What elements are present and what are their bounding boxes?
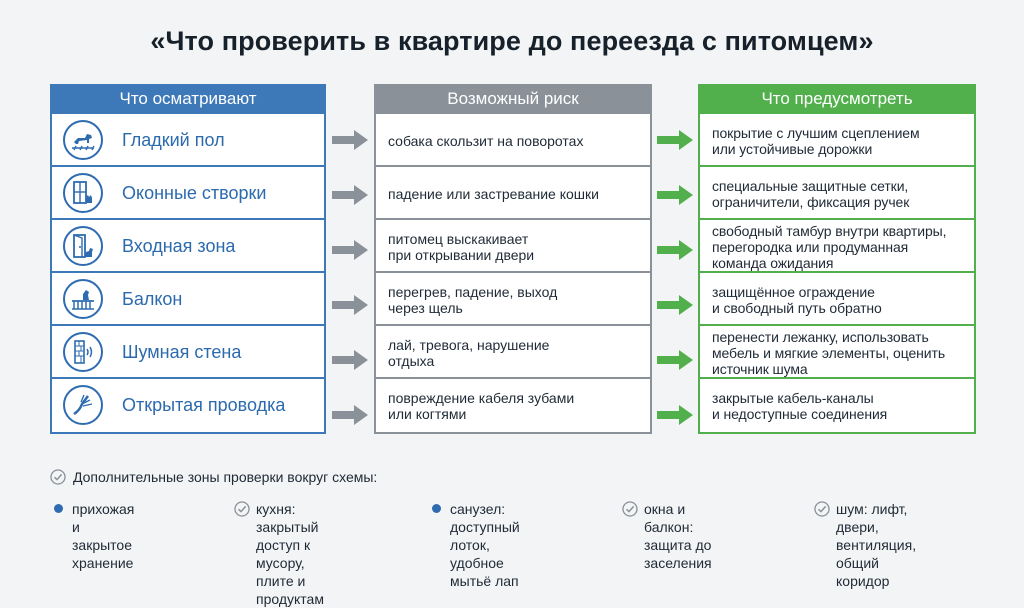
extra-zone-text: окна и балкон: защита до заселения bbox=[644, 501, 712, 571]
extra-zone-text: прихожая и закрытое хранение bbox=[72, 501, 135, 571]
solution-row: покрытие с лучшим сцеплением или устойчи… bbox=[700, 114, 974, 167]
inspect-row: Оконные створки bbox=[52, 167, 324, 220]
inspect-row: Гладкий пол bbox=[52, 114, 324, 167]
risk-row: лай, тревога, нарушение отдыха bbox=[376, 326, 650, 379]
arrow-right-icon bbox=[332, 350, 368, 370]
arrow-right-icon bbox=[657, 405, 693, 425]
inspect-label: Входная зона bbox=[122, 236, 236, 256]
solution-text: перенести лежанку, использовать мебель и… bbox=[712, 328, 946, 377]
risk-text: собака скользит на поворотах bbox=[388, 132, 584, 149]
risk-column: Возможный риск собака скользит на поворо… bbox=[374, 84, 652, 434]
solution-text: специальные защитные сетки, ограничители… bbox=[712, 177, 910, 210]
solution-text: закрытые кабель-каналы и недоступные сое… bbox=[712, 389, 888, 422]
arrow-right-icon bbox=[657, 185, 693, 205]
inspect-label: Открытая проводка bbox=[122, 395, 286, 415]
balcony-dog-icon bbox=[63, 279, 103, 319]
risk-text: питомец выскакивает при открывании двери bbox=[388, 230, 535, 263]
solution-row: перенести лежанку, использовать мебель и… bbox=[700, 326, 974, 379]
arrow-right-icon bbox=[332, 240, 368, 260]
extra-zone-text: кухня: закрытый доступ к мусору, плите и… bbox=[256, 501, 324, 607]
page-title: «Что проверить в квартире до переезда с … bbox=[150, 26, 874, 56]
check-circle-icon bbox=[234, 501, 250, 517]
check-circle-icon bbox=[622, 501, 638, 517]
arrow-right-icon bbox=[657, 350, 693, 370]
inspect-label: Шумная стена bbox=[122, 342, 242, 362]
inspect-label: Гладкий пол bbox=[122, 130, 225, 150]
dog-on-floor-icon bbox=[63, 120, 103, 160]
risk-text: лай, тревога, нарушение отдыха bbox=[388, 336, 550, 369]
provide-column-header: Что предусмотреть bbox=[698, 84, 976, 114]
arrow-right-icon bbox=[332, 405, 368, 425]
solution-row: закрытые кабель-каналы и недоступные сое… bbox=[700, 379, 974, 432]
risk-row: падение или застревание кошки bbox=[376, 167, 650, 220]
arrow-right-icon bbox=[657, 240, 693, 260]
risk-row: повреждение кабеля зубами или когтями bbox=[376, 379, 650, 432]
window-cat-icon bbox=[63, 173, 103, 213]
risk-text: падение или застревание кошки bbox=[388, 185, 599, 202]
extra-zone-text: шум: лифт, двери, вентиляция, общий кори… bbox=[836, 501, 917, 589]
provide-column-body: покрытие с лучшим сцеплением или устойчи… bbox=[698, 114, 976, 434]
inspect-row: Балкон bbox=[52, 273, 324, 326]
extra-zone-text: санузел: доступный лоток, удобное мытьё … bbox=[450, 501, 520, 589]
inspect-label: Оконные створки bbox=[122, 183, 267, 203]
inspect-row: Шумная стена bbox=[52, 326, 324, 379]
arrow-right-icon bbox=[657, 130, 693, 150]
cable-icon bbox=[63, 385, 103, 425]
risk-row: собака скользит на поворотах bbox=[376, 114, 650, 167]
bullet-dot-icon bbox=[54, 504, 63, 513]
solution-text: свободный тамбур внутри квартиры, перего… bbox=[712, 222, 947, 271]
risk-row: питомец выскакивает при открывании двери bbox=[376, 220, 650, 273]
risk-text: повреждение кабеля зубами или когтями bbox=[388, 389, 575, 422]
risk-column-header: Возможный риск bbox=[374, 84, 652, 114]
arrow-right-icon bbox=[332, 185, 368, 205]
extra-zones-heading: Дополнительные зоны проверки вокруг схем… bbox=[50, 469, 377, 485]
risk-row: перегрев, падение, выход через щель bbox=[376, 273, 650, 326]
inspect-row: Открытая проводка bbox=[52, 379, 324, 432]
provide-column: Что предусмотреть покрытие с лучшим сцеп… bbox=[698, 84, 976, 434]
arrow-right-icon bbox=[332, 295, 368, 315]
noisy-wall-icon bbox=[63, 332, 103, 372]
solution-row: защищённое ограждение и свободный путь о… bbox=[700, 273, 974, 326]
door-dog-icon bbox=[63, 226, 103, 266]
solution-row: свободный тамбур внутри квартиры, перего… bbox=[700, 220, 974, 273]
inspect-row: Входная зона bbox=[52, 220, 324, 273]
inspect-column-header: Что осматривают bbox=[50, 84, 326, 114]
inspect-label: Балкон bbox=[122, 289, 183, 309]
arrow-right-icon bbox=[332, 130, 368, 150]
risk-column-body: собака скользит на поворотах падение или … bbox=[374, 114, 652, 434]
solution-text: защищённое ограждение и свободный путь о… bbox=[712, 283, 882, 316]
bullet-dot-icon bbox=[432, 504, 441, 513]
extra-zones-heading-text: Дополнительные зоны проверки вокруг схем… bbox=[73, 469, 378, 485]
check-circle-icon bbox=[814, 501, 830, 517]
check-circle-icon bbox=[50, 469, 66, 485]
arrow-right-icon bbox=[657, 295, 693, 315]
solution-text: покрытие с лучшим сцеплением или устойчи… bbox=[712, 124, 920, 157]
solution-row: специальные защитные сетки, ограничители… bbox=[700, 167, 974, 220]
risk-text: перегрев, падение, выход через щель bbox=[388, 283, 558, 316]
